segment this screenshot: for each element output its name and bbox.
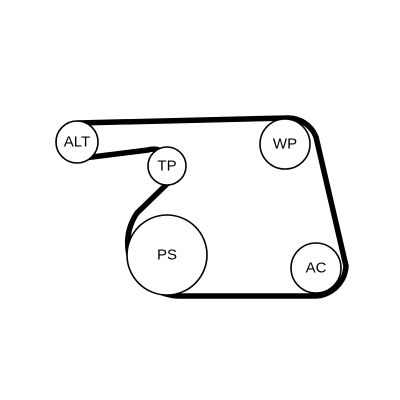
pulley-alt: ALT (55, 120, 99, 164)
pulley-ps: PS (126, 214, 208, 296)
pulley-ac-label: AC (306, 260, 327, 277)
pulley-tp: TP (147, 146, 187, 186)
pulley-wp-label: WP (273, 136, 297, 153)
pulley-wp: WP (259, 118, 311, 170)
pulley-ac: AC (290, 242, 342, 294)
pulley-ps-label: PS (157, 247, 177, 264)
pulley-alt-label: ALT (64, 134, 90, 151)
pulley-tp-label: TP (157, 158, 176, 175)
